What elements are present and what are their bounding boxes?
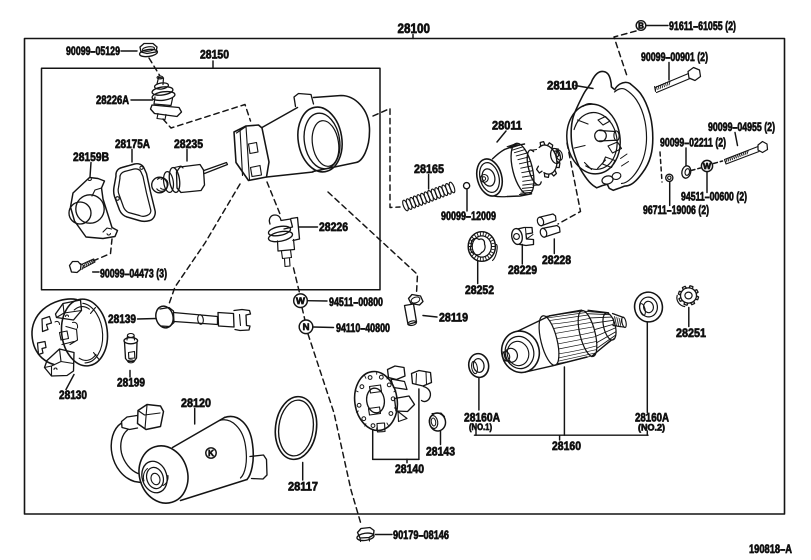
svg-text:B: B — [638, 21, 644, 30]
svg-text:(NO.2): (NO.2) — [638, 423, 665, 433]
svg-text:90179–08146: 90179–08146 — [393, 528, 449, 542]
svg-text:190818–A: 190818–A — [749, 542, 792, 556]
svg-text:N: N — [303, 322, 310, 333]
svg-text:28175A: 28175A — [115, 137, 150, 151]
svg-text:90099–04473 (3): 90099–04473 (3) — [100, 267, 167, 281]
svg-text:(NO.1): (NO.1) — [469, 422, 492, 432]
svg-text:28235: 28235 — [174, 137, 203, 151]
svg-text:28110: 28110 — [547, 79, 578, 93]
svg-text:94110–40800: 94110–40800 — [336, 321, 390, 335]
svg-text:28252: 28252 — [465, 283, 494, 297]
svg-text:28139: 28139 — [108, 312, 136, 326]
svg-text:28150: 28150 — [200, 48, 229, 62]
svg-text:28160: 28160 — [552, 439, 581, 453]
svg-text:28100: 28100 — [398, 21, 431, 36]
svg-text:W: W — [703, 161, 712, 171]
svg-text:94511–00600 (2): 94511–00600 (2) — [681, 190, 747, 204]
svg-text:28117: 28117 — [288, 480, 318, 494]
svg-text:28199: 28199 — [117, 376, 145, 390]
svg-text:28226: 28226 — [319, 220, 348, 234]
svg-text:28160A: 28160A — [635, 411, 669, 425]
svg-text:28251: 28251 — [676, 326, 706, 340]
svg-text:28120: 28120 — [181, 396, 211, 410]
svg-text:91611–61055 (2): 91611–61055 (2) — [669, 19, 736, 33]
svg-text:28228: 28228 — [542, 253, 571, 267]
svg-text:28130: 28130 — [59, 388, 87, 402]
svg-text:28165: 28165 — [414, 162, 444, 176]
svg-text:W: W — [296, 296, 305, 307]
svg-text:28140: 28140 — [395, 462, 424, 476]
svg-text:90099–00901 (2): 90099–00901 (2) — [641, 50, 708, 64]
svg-text:28229: 28229 — [508, 263, 537, 277]
svg-text:28011: 28011 — [492, 119, 522, 133]
svg-text:90099–05129: 90099–05129 — [66, 44, 120, 58]
svg-text:94511–00800: 94511–00800 — [329, 295, 383, 309]
svg-text:28159B: 28159B — [73, 150, 109, 164]
svg-text:96711–19006 (2): 96711–19006 (2) — [643, 203, 709, 217]
svg-text:90099–12009: 90099–12009 — [441, 209, 496, 223]
svg-text:90099–02211 (2): 90099–02211 (2) — [660, 136, 726, 150]
svg-text:90099–04955 (2): 90099–04955 (2) — [708, 120, 775, 134]
svg-text:K: K — [208, 449, 214, 458]
svg-text:28143: 28143 — [426, 445, 455, 459]
svg-text:28119: 28119 — [439, 311, 468, 325]
svg-text:28160A: 28160A — [464, 411, 500, 425]
svg-text:28226A: 28226A — [96, 93, 129, 107]
